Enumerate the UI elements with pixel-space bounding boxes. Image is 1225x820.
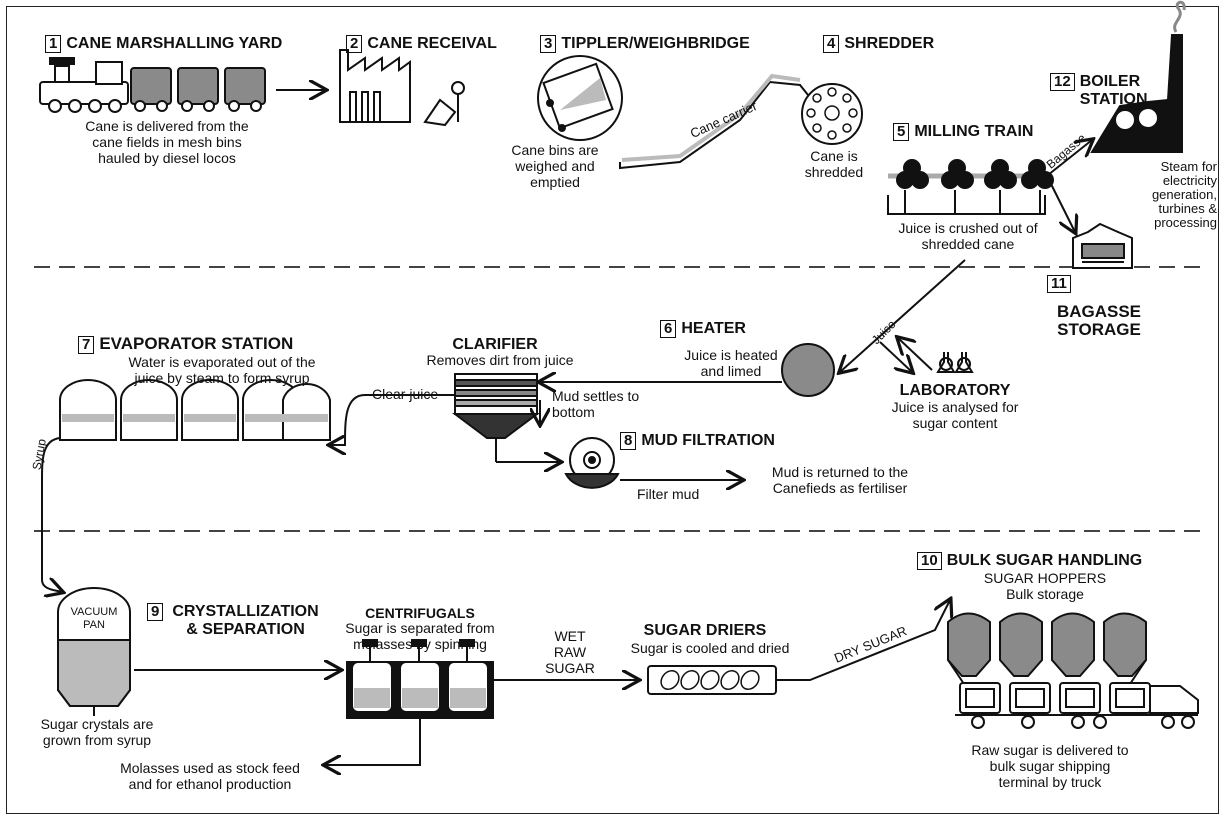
clarifier-title: CLARIFIER: [452, 336, 538, 353]
sugar-drier-icon: [647, 665, 777, 695]
step-3-title: TIPPLER/WEIGHBRIDGE: [561, 35, 750, 52]
filter-mud-label: Filter mud: [637, 486, 700, 502]
step-9-title: CRYSTALLIZATION & SEPARATION: [172, 603, 319, 638]
step-11-number-wrap: 11: [1047, 275, 1076, 293]
step-10-number: 10: [917, 552, 942, 570]
step-8-title: MUD FILTRATION: [641, 432, 775, 449]
cane-bins-icon: [130, 67, 266, 112]
clear-juice-label: Clear juice: [372, 386, 439, 402]
step-6-title: HEATER: [681, 320, 746, 337]
step-9-description: Sugar crystals are grown from syrup: [40, 716, 154, 748]
step-1-number: 1: [45, 35, 62, 53]
step-2-title: CANE RECEIVAL: [367, 35, 497, 52]
shredder-icon: [801, 83, 863, 145]
step-7-description: Water is evaporated out of the juice by …: [128, 354, 316, 386]
step-7-title: EVAPORATOR STATION: [99, 334, 294, 353]
boiler-station-icon: [1090, 0, 1186, 153]
step-10-subtitle-2: Bulk storage: [1006, 586, 1084, 602]
locomotive-icon: [39, 57, 129, 113]
step-5-title: MILLING TRAIN: [914, 123, 1034, 140]
step-10-subtitle: SUGAR HOPPERS: [983, 570, 1107, 586]
step-9-number-wrap: 9: [147, 603, 168, 621]
step-12-number: 12: [1050, 73, 1075, 91]
step-9-number: 9: [147, 603, 164, 621]
evaporator-vessels-icon: [59, 379, 331, 441]
mud-settles-label: Mud settles to bottom: [552, 388, 640, 420]
laboratory-title: LABORATORY: [899, 382, 1011, 399]
factory-icon: [339, 49, 465, 127]
step-3-description: Cane bins are weighed and emptied: [511, 142, 599, 190]
step-2-number: 2: [346, 35, 363, 53]
cane-carrier-conveyor: [619, 80, 821, 170]
step-4-number: 4: [823, 35, 840, 53]
step-6-description: Juice is heated and limed: [684, 347, 778, 379]
step-1-title: CANE MARSHALLING YARD: [66, 35, 283, 52]
vacuum-pan-label: VACUUM PAN: [70, 606, 118, 631]
sugar-truck-icon: [955, 682, 1199, 729]
step-5-number: 5: [893, 123, 910, 141]
step-3-number: 3: [540, 35, 557, 53]
centrifugals-title: CENTRIFUGALS: [365, 605, 475, 621]
sugar-driers-title: SUGAR DRIERS: [643, 622, 767, 639]
tippler-icon: [537, 55, 623, 141]
step-5-description: Juice is crushed out of shredded cane: [898, 220, 1038, 252]
milling-train-icon: [887, 159, 1054, 215]
step-12-description: Steam for electricity generation, turbin…: [1151, 159, 1217, 230]
step-12-title: BOILER STATION: [1079, 73, 1148, 108]
centrifugals-icon: [346, 639, 494, 719]
step-11-title: BAGASSE STORAGE: [1056, 302, 1142, 339]
mud-returned-label: Mud is returned to the Canefieds as fert…: [771, 464, 909, 496]
wet-raw-sugar-label: WET RAW SUGAR: [545, 628, 595, 676]
laboratory-description: Juice is analysed for sugar content: [891, 399, 1019, 431]
heater-icon: [781, 343, 835, 397]
mud-filter-icon: [564, 437, 620, 489]
step-1-description: Cane is delivered from the cane fields i…: [85, 118, 249, 166]
step-8-number: 8: [620, 432, 637, 450]
diagram-border: [6, 6, 1219, 814]
sugar-driers-description: Sugar is cooled and dried: [630, 640, 790, 656]
step-10-description: Raw sugar is delivered to bulk sugar shi…: [971, 742, 1129, 790]
step-10-title: BULK SUGAR HANDLING: [946, 552, 1143, 569]
clarifier-icon: [452, 373, 540, 462]
clarifier-description: Removes dirt from juice: [426, 352, 574, 368]
step-7-number: 7: [78, 336, 95, 354]
step-11-number: 11: [1047, 275, 1071, 293]
step-4-title: SHREDDER: [844, 35, 935, 52]
centrifugals-description: Sugar is separated from molasses by spin…: [345, 620, 495, 652]
bagasse-storage-icon: [1072, 222, 1133, 269]
laboratory-flasks-icon: [936, 352, 974, 373]
step-4-description: Cane is shredded: [804, 148, 864, 180]
sugar-hoppers-icon: [947, 612, 1147, 691]
molasses-label: Molasses used as stock feed and for etha…: [120, 760, 300, 792]
step-6-number: 6: [660, 320, 677, 338]
vacuum-pan-icon: [57, 587, 131, 716]
